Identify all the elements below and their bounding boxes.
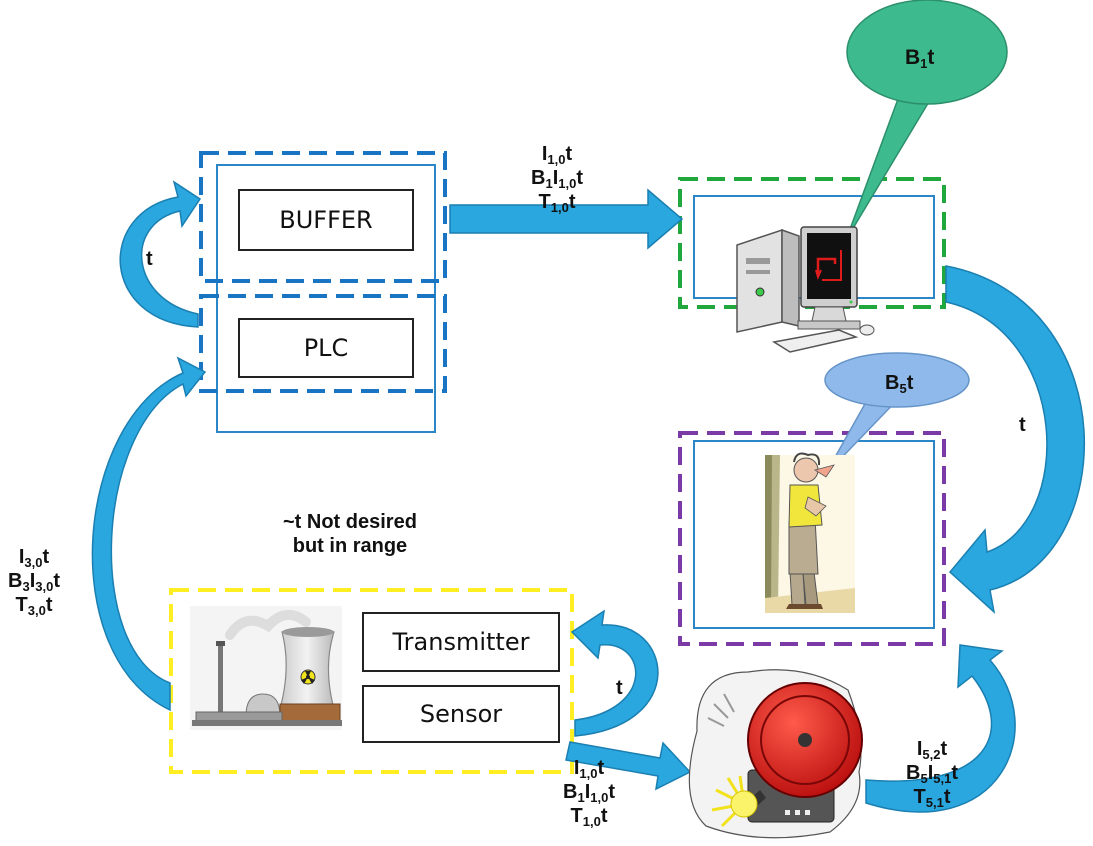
label-line: B1I1,0t bbox=[563, 780, 615, 804]
symbol: t bbox=[943, 786, 951, 808]
symbol: I bbox=[552, 167, 559, 189]
label-line: B1I1,0t bbox=[531, 166, 583, 190]
plc-box: PLC bbox=[238, 318, 414, 378]
buffer-box: BUFFER bbox=[238, 189, 414, 251]
person-panel bbox=[693, 440, 935, 629]
symbol: I bbox=[541, 143, 548, 165]
symbol: T bbox=[538, 191, 551, 213]
bubble-person-main: B bbox=[885, 372, 900, 394]
subscript: 3,0 bbox=[27, 603, 46, 618]
symbol: t bbox=[951, 762, 958, 784]
label-line: T5,1t bbox=[906, 785, 958, 809]
symbol: B bbox=[563, 781, 578, 803]
arrow-buffer-to-computer bbox=[449, 188, 684, 250]
arrow-plant-to-plc bbox=[91, 356, 207, 712]
symbol: t bbox=[600, 805, 608, 827]
subscript: 1,0 bbox=[582, 814, 601, 829]
arrow-sensor-loop-to-transmitter bbox=[570, 609, 659, 737]
subscript: 1,0 bbox=[558, 176, 577, 191]
subscript: 5,1 bbox=[933, 771, 952, 786]
arrow-plc-loop-to-buffer bbox=[119, 180, 202, 328]
subscript: 1,0 bbox=[550, 200, 569, 215]
bubble-person-sub: 5 bbox=[899, 381, 907, 396]
not-desired-line-2: but in range bbox=[292, 535, 408, 557]
symbol: I bbox=[916, 738, 923, 760]
not-desired-note: ~t Not desired but in range bbox=[283, 510, 417, 558]
transmitter-loop-label: t bbox=[616, 677, 623, 699]
computer-to-person-label: t bbox=[1019, 414, 1026, 436]
person-dashed-frame bbox=[678, 431, 946, 646]
label-line: B5I5,1t bbox=[906, 761, 958, 785]
symbol: t bbox=[42, 546, 50, 568]
buffer-loop-label: t bbox=[146, 248, 153, 270]
label-line: T1,0t bbox=[563, 804, 615, 828]
subscript: 1,0 bbox=[590, 790, 609, 805]
sensor-box: Sensor bbox=[362, 685, 560, 743]
symbol: I bbox=[927, 762, 934, 784]
subscript: 5,2 bbox=[922, 747, 941, 762]
subscript: 1,0 bbox=[579, 766, 598, 781]
label-line: I3,0t bbox=[8, 545, 60, 569]
symbol: I bbox=[29, 570, 36, 592]
symbol: B bbox=[906, 762, 921, 784]
symbol: T bbox=[913, 786, 926, 808]
bubble-computer-text: B1t bbox=[905, 46, 934, 70]
desktop-computer-icon bbox=[736, 226, 875, 353]
symbol: t bbox=[576, 167, 583, 189]
subscript: 1 bbox=[577, 790, 585, 805]
plant-dashed-frame bbox=[169, 588, 574, 774]
subscript: 5,1 bbox=[925, 795, 944, 810]
bubble-computer-main: B bbox=[905, 46, 921, 69]
symbol: T bbox=[570, 805, 583, 827]
bubble-computer-tail: t bbox=[927, 46, 935, 69]
symbol: t bbox=[568, 191, 576, 213]
subscript: 1 bbox=[545, 176, 553, 191]
symbol: B bbox=[531, 167, 546, 189]
speech-bubble-computer bbox=[845, 0, 1008, 241]
symbol: t bbox=[53, 570, 60, 592]
transmitter-box: Transmitter bbox=[362, 612, 560, 672]
alarm-bell-icon bbox=[688, 669, 863, 839]
symbol: t bbox=[608, 781, 615, 803]
plc-dashed-frame bbox=[199, 294, 447, 393]
arrow-alarm-to-person bbox=[865, 644, 1016, 813]
symbol: t bbox=[565, 143, 573, 165]
bubble-person-tail: t bbox=[906, 372, 914, 394]
subscript: 5 bbox=[920, 771, 928, 786]
subscript: 3 bbox=[22, 579, 30, 594]
label-line: I5,2t bbox=[906, 737, 958, 761]
label-line: I1,0t bbox=[531, 142, 583, 166]
symbol: I bbox=[573, 757, 580, 779]
arrow-computer-to-person bbox=[945, 265, 1086, 615]
label-line: I1,0t bbox=[563, 756, 615, 780]
bubble-computer-sub: 1 bbox=[920, 56, 928, 71]
bubble-person-text: B5t bbox=[885, 371, 913, 395]
label-line: T1,0t bbox=[531, 190, 583, 214]
symbol: T bbox=[15, 594, 28, 616]
nuclear-plant-icon bbox=[190, 606, 342, 730]
subscript: 1,0 bbox=[547, 152, 566, 167]
subscript: 3,0 bbox=[35, 579, 54, 594]
not-desired-line-1: ~t Not desired bbox=[283, 511, 417, 533]
symbol: B bbox=[8, 570, 23, 592]
thinking-man-icon bbox=[765, 452, 855, 613]
subscript: 3,0 bbox=[24, 555, 43, 570]
label-line: B3I3,0t bbox=[8, 569, 60, 593]
arrow-sensor-to-alarm bbox=[565, 741, 692, 791]
symbol: I bbox=[18, 546, 25, 568]
symbol: I bbox=[584, 781, 591, 803]
symbol: t bbox=[45, 594, 53, 616]
buffer-plc-panel bbox=[216, 164, 436, 433]
symbol: t bbox=[940, 738, 948, 760]
buffer-dashed-frame bbox=[199, 151, 447, 283]
symbol: t bbox=[597, 757, 605, 779]
label-line: T3,0t bbox=[8, 593, 60, 617]
